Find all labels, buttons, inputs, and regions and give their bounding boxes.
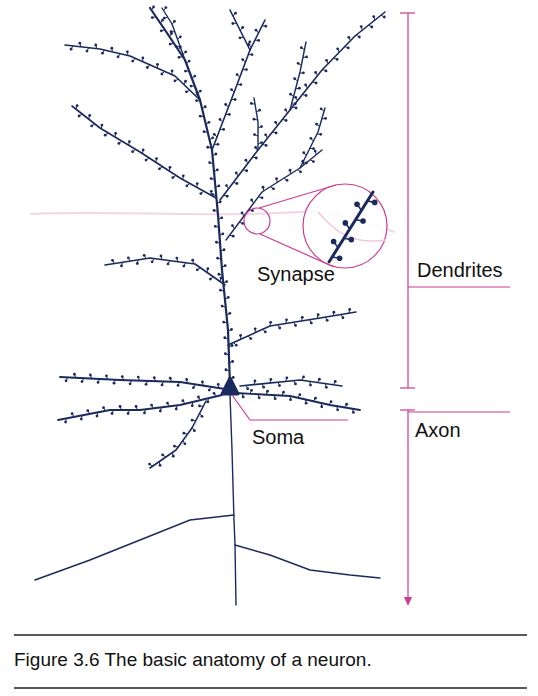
synapse-label: Synapse	[257, 262, 335, 286]
arrow-head	[404, 597, 412, 606]
synapse-magnifier	[244, 184, 387, 268]
rule	[14, 634, 527, 635]
figure-caption: Figure 3.6 The basic anatomy of a neuron…	[14, 649, 372, 672]
part-label: Soma	[252, 425, 304, 449]
part-brackets	[232, 13, 510, 598]
rule	[14, 687, 527, 688]
part-label: Axon	[415, 418, 461, 442]
soma-body	[222, 378, 238, 394]
axon	[35, 395, 380, 605]
synapse-spines	[331, 200, 378, 261]
part-label: Dendrites	[417, 258, 503, 282]
